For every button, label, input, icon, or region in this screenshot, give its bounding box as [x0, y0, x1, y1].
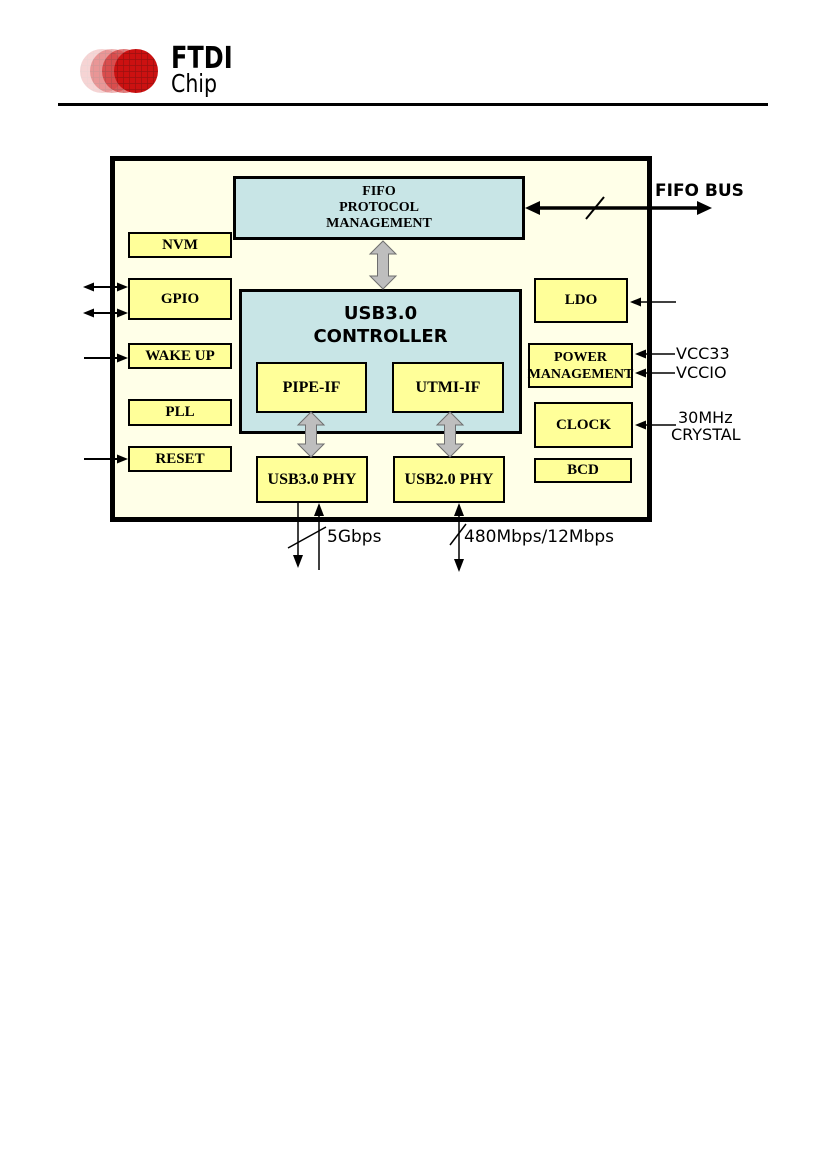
- block-label: USB3.0: [343, 303, 418, 324]
- block-label: PLL: [165, 404, 195, 420]
- label-crystal-line2: CRYSTAL: [671, 425, 741, 444]
- block-label: WAKE UP: [145, 347, 215, 364]
- label-crystal-line1: 30MHz: [678, 408, 733, 427]
- ftdi-logo-ball-icon: [80, 49, 158, 93]
- block-label: MANAGEMENT: [527, 366, 634, 382]
- block-label: RESET: [155, 450, 205, 467]
- block-label: UTMI-IF: [415, 378, 481, 396]
- block-gpio: GPIO: [128, 278, 232, 320]
- block-pipe-if: PIPE-IF: [256, 362, 367, 413]
- block-clock: CLOCK: [534, 402, 633, 448]
- label-vccio: VCCIO: [676, 363, 727, 382]
- block-fifo-protocol-management: FIFO PROTOCOL MANAGEMENT: [233, 176, 525, 240]
- block-wakeup: WAKE UP: [128, 343, 232, 369]
- block-label: POWER: [554, 349, 607, 365]
- block-ldo: LDO: [534, 278, 628, 323]
- block-label: USB2.0 PHY: [404, 470, 494, 488]
- block-usb2-phy: USB2.0 PHY: [393, 456, 505, 503]
- usb3-bus-slash: [287, 526, 327, 549]
- block-label: FIFO: [362, 184, 396, 199]
- block-utmi-if: UTMI-IF: [392, 362, 504, 413]
- block-label: BCD: [567, 462, 599, 478]
- block-nvm: NVM: [128, 232, 232, 258]
- block-label: GPIO: [160, 290, 200, 307]
- label-usb2-speed: 480Mbps/12Mbps: [464, 527, 615, 547]
- block-label: MANAGEMENT: [326, 216, 432, 231]
- brand-subtext: Chip: [171, 69, 218, 98]
- block-reset: RESET: [128, 446, 232, 472]
- label-vcc33: VCC33: [676, 344, 730, 363]
- header-divider: [58, 103, 768, 106]
- label-fifo-bus: FIFO BUS: [655, 181, 744, 201]
- label-usb3-speed: 5Gbps: [327, 527, 382, 547]
- block-label: CLOCK: [555, 416, 611, 433]
- brand-text: FTDI: [171, 41, 233, 76]
- block-pll: PLL: [128, 399, 232, 426]
- block-label: LDO: [564, 292, 598, 308]
- block-label: CONTROLLER: [313, 326, 448, 347]
- block-bcd: BCD: [534, 458, 632, 483]
- block-power-management: POWER MANAGEMENT: [528, 343, 633, 388]
- block-label: PIPE-IF: [282, 378, 341, 396]
- block-label: PROTOCOL: [339, 200, 419, 215]
- block-label: NVM: [162, 236, 198, 253]
- block-usb3-phy: USB3.0 PHY: [256, 456, 368, 503]
- block-label: USB3.0 PHY: [267, 470, 357, 488]
- label-crystal: 30MHz CRYSTAL: [671, 409, 741, 443]
